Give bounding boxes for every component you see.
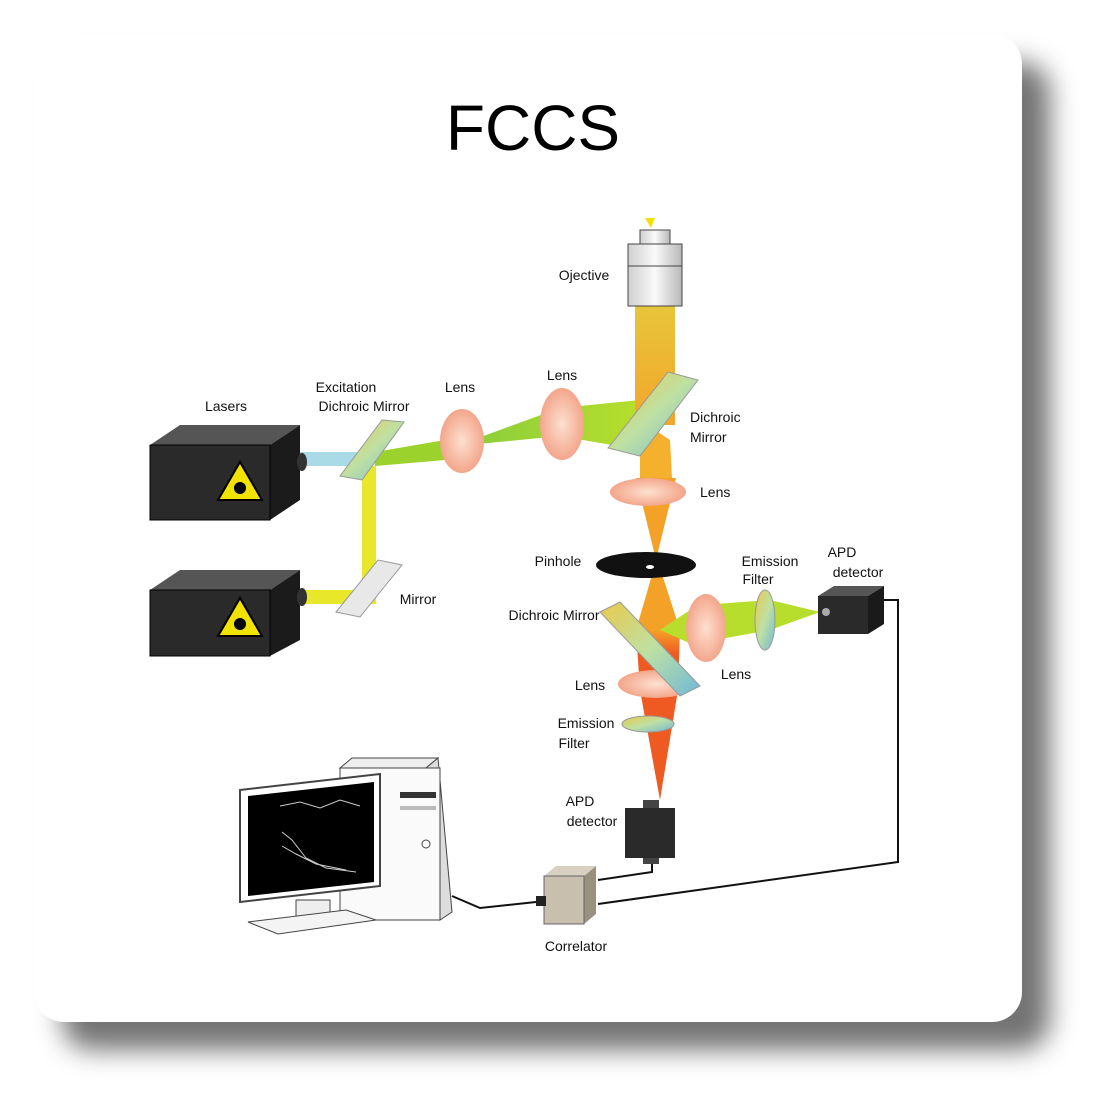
laser-top [149,425,307,521]
label-lens-3: Lens [700,484,730,500]
tube-lens [610,478,686,506]
label-lens-2: Lens [547,367,577,383]
label-lasers: Lasers [205,398,247,414]
label-apd-right-2: detector [833,564,884,580]
pinhole [596,552,696,578]
emission-filter-green [754,589,776,651]
mirror [335,559,403,618]
label-correlator: Correlator [545,938,608,954]
diagram-card [34,34,1022,1022]
emission-dichroic-mirror [599,601,701,697]
emission-filter-red [621,715,675,733]
excitation-dichroic-mirror [339,419,405,481]
laser-warning-icon [216,596,264,637]
label-dichroic-line-1: Dichroic [690,409,741,425]
cable-computer [451,895,537,910]
label-emission-bottom-2: Filter [558,735,589,751]
objective [627,218,683,307]
label-emission-right-2: Filter [742,571,773,587]
red-focused-beam [640,690,678,800]
label-lens-1: Lens [445,379,475,395]
apd-detector-right [818,586,884,634]
label-emission-bottom-1: Emission [558,715,615,731]
laser-bottom [149,570,307,657]
main-dichroic-mirror [607,371,699,457]
cable-bottom-apd [597,864,653,881]
diverging-beam [636,568,680,630]
label-apd-bottom-1: APD [566,793,595,809]
laser-warning-icon [216,460,264,501]
label-excitation-line-2: Dichroic Mirror [319,398,410,414]
excitation-lens-1 [440,409,484,473]
label-emission-right-1: Emission [742,553,799,569]
cable-right-apd [597,599,899,905]
computer-monitor-icon [239,757,453,935]
blue-laser-beam [300,452,360,466]
green-collimating-lens [686,594,726,662]
label-objective: Ojective [559,267,610,283]
excitation-lens-2 [540,388,584,460]
label-lens-5: Lens [575,677,605,693]
combined-beam [375,440,445,466]
label-dichroic-line-2: Mirror [690,429,727,445]
correlator [536,866,596,925]
label-apd-right-1: APD [828,544,857,560]
label-lens-4: Lens [721,666,751,682]
apd-detector-bottom [625,800,675,864]
label-excitation-line-1: Excitation [316,379,377,395]
diagram-title: FCCS [446,92,620,164]
label-pinhole: Pinhole [535,553,582,569]
label-apd-bottom-2: detector [567,813,618,829]
label-mirror: Mirror [400,591,437,607]
label-dichroic-mid: Dichroic Mirror [509,607,600,623]
